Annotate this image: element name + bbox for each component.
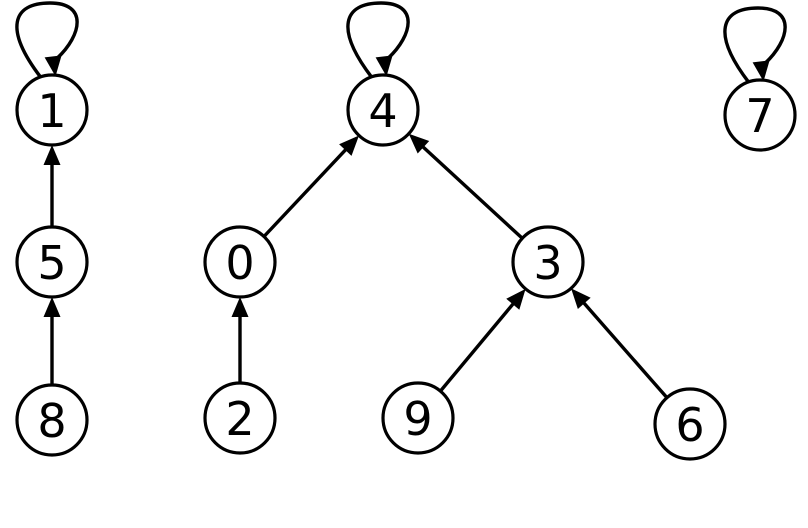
graph-node-2[interactable]: 2 [203, 381, 277, 455]
node-circle-6[interactable] [653, 387, 727, 461]
graph-node-3[interactable]: 3 [511, 225, 585, 299]
edge-7-to-7[interactable] [723, 6, 787, 83]
graph-node-1[interactable]: 1 [15, 73, 89, 147]
graph-node-4[interactable]: 4 [346, 73, 420, 147]
edge-8-to-5[interactable] [43, 297, 61, 385]
graph-node-8[interactable]: 8 [15, 383, 89, 457]
graph-node-0[interactable]: 0 [203, 225, 277, 299]
edge-0-to-4-line [262, 144, 351, 238]
edge-1-to-1-path [15, 1, 79, 78]
edge-6-to-3-arrowhead [571, 288, 591, 309]
edge-4-to-4-arrowhead [375, 55, 393, 77]
edge-3-to-4-line [417, 141, 524, 240]
edge-9-to-3[interactable] [439, 288, 526, 393]
graph-node-9[interactable]: 9 [381, 381, 455, 455]
edge-7-to-7-path [723, 6, 787, 83]
graph-node-7[interactable]: 7 [723, 78, 797, 152]
node-circle-2[interactable] [203, 381, 277, 455]
edge-3-to-4[interactable] [408, 133, 524, 240]
graph-node-5[interactable]: 5 [15, 225, 89, 299]
node-circle-1[interactable] [15, 73, 89, 147]
node-circle-9[interactable] [381, 381, 455, 455]
edge-4-to-4[interactable] [346, 1, 410, 78]
edge-1-to-1-arrowhead [44, 55, 62, 77]
edge-6-to-3-line [579, 297, 669, 399]
edge-7-to-7-arrowhead [752, 60, 770, 82]
node-layer: 1 5 8 4 0 3 2 9 6 7 [15, 73, 797, 461]
node-circle-0[interactable] [203, 225, 277, 299]
node-circle-3[interactable] [511, 225, 585, 299]
edge-6-to-3[interactable] [571, 288, 669, 399]
graph-node-6[interactable]: 6 [653, 387, 727, 461]
edge-1-to-1[interactable] [15, 1, 79, 78]
edge-9-to-3-arrowhead [506, 288, 526, 310]
node-circle-4[interactable] [346, 73, 420, 147]
node-circle-8[interactable] [15, 383, 89, 457]
edge-8-to-5-arrowhead [43, 297, 61, 317]
edge-5-to-1[interactable] [43, 145, 61, 227]
edge-5-to-1-arrowhead [43, 145, 61, 165]
edge-0-to-4-arrowhead [339, 135, 360, 156]
edge-2-to-0[interactable] [231, 297, 249, 383]
edge-3-to-4-arrowhead [408, 133, 430, 154]
edge-9-to-3-line [439, 298, 518, 393]
node-circle-7[interactable] [723, 78, 797, 152]
edge-2-to-0-arrowhead [231, 297, 249, 317]
edge-0-to-4[interactable] [262, 135, 360, 238]
node-circle-5[interactable] [15, 225, 89, 299]
edge-layer [15, 1, 787, 399]
edge-4-to-4-path [346, 1, 410, 78]
